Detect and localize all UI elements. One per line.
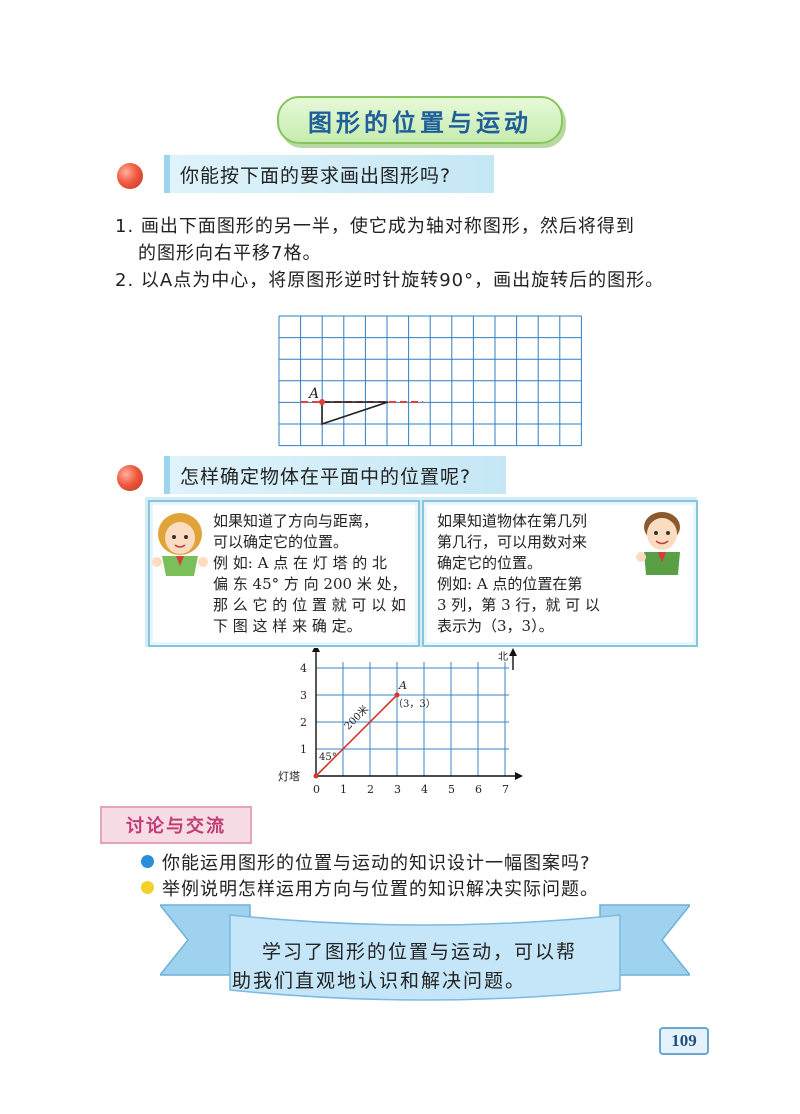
- north-label: 北: [498, 651, 508, 663]
- discussion-label: 讨论与交流: [100, 806, 252, 844]
- x-tick-label: 1: [340, 783, 347, 796]
- x-tick-label: 3: [394, 783, 401, 796]
- chart-point-coord: （3，3）: [393, 698, 436, 710]
- half-triangle: [321, 401, 389, 426]
- ribbon-banner: [160, 904, 690, 1001]
- y-tick-label: 3: [300, 689, 307, 702]
- discussion-item: 你能运用图形的位置与运动的知识设计一幅图案吗?: [162, 853, 591, 874]
- x-tick-label: 4: [421, 783, 428, 796]
- speech-line: 可以确定它的位置。: [213, 533, 349, 551]
- angle-label: 45°: [319, 752, 337, 763]
- question1-line2: 的图形向右平移7格。: [138, 243, 322, 264]
- shape-grid: A: [278, 315, 582, 447]
- left-speech-text: 如果知道了方向与距离， 可以确定它的位置。 例 如: A 点 在 灯 塔 的 北…: [213, 511, 407, 637]
- banner-line1: 学习了图形的位置与运动，可以帮: [262, 941, 578, 963]
- speech-line: 例 如: A 点 在 灯 塔 的 北: [213, 554, 388, 572]
- y-tick-label: 2: [300, 716, 307, 729]
- boy-character-icon: [636, 512, 680, 575]
- yellow-bullet-icon: [141, 881, 154, 894]
- x-tick-label: 0: [313, 783, 320, 796]
- x-tick-label: 6: [475, 783, 482, 796]
- page-title-text: 图形的位置与运动: [308, 108, 532, 137]
- speech-line: 下 图 这 样 来 确 定。: [213, 617, 362, 635]
- speech-line: 表示为（3，3）。: [437, 617, 554, 635]
- speech-line: 确定它的位置。: [437, 554, 543, 572]
- speech-line: 偏 东 45° 方 向 200 米 处，: [213, 575, 407, 593]
- x-tick-label: 5: [448, 783, 455, 796]
- speech-line: 如果知道物体在第几列: [437, 512, 588, 530]
- y-tick-label: 1: [300, 743, 307, 756]
- speech-line: 如果知道了方向与距离，: [213, 512, 379, 530]
- right-speech-text: 如果知道物体在第几列 第几行，可以用数对来 确定它的位置。 例如: A 点的位置…: [437, 511, 600, 637]
- question1-line1: 1. 画出下面图形的另一半，使它成为轴对称图形，然后将得到: [115, 216, 635, 237]
- direction-line: [315, 694, 398, 777]
- red-ball-icon: [117, 163, 143, 189]
- origin-label: 灯塔: [278, 770, 300, 783]
- speech-line: 那 么 它 的 位 置 就 可 以 如: [213, 596, 406, 614]
- speech-line: 3 列，第 3 行，就 可 以: [437, 596, 600, 614]
- y-tick-label: 4: [300, 662, 307, 675]
- origin-marker: [313, 773, 319, 779]
- point-a-marker: [319, 399, 325, 405]
- page-number: 109: [659, 1027, 709, 1055]
- red-ball-icon: [117, 465, 143, 491]
- north-arrow-head: [509, 648, 517, 656]
- distance-label: 200米: [341, 702, 371, 732]
- section1-prompt: 你能按下面的要求画出图形吗?: [164, 155, 494, 193]
- x-tick-label: 7: [502, 783, 509, 796]
- discussion-item: 举例说明怎样运用方向与位置的知识解决实际问题。: [162, 879, 599, 900]
- point-a-marker: [394, 692, 400, 698]
- point-a-label: A: [307, 386, 319, 402]
- page-title: 图形的位置与运动: [277, 96, 563, 144]
- y-axis-arrow: [312, 648, 320, 652]
- section2-prompt: 怎样确定物体在平面中的位置呢?: [164, 456, 506, 494]
- x-tick-label: 2: [367, 783, 374, 796]
- question2: 2. 以A点为中心，将原图形逆时针旋转90°，画出旋转后的图形。: [115, 270, 665, 291]
- chart-point-label: A: [398, 679, 407, 692]
- girl-character-icon: [152, 513, 208, 576]
- banner-line2: 助我们直观地认识和解决问题。: [232, 970, 527, 992]
- speech-line: 例如: A 点的位置在第: [437, 575, 583, 593]
- x-axis-arrow: [515, 772, 523, 780]
- grid-lines: [278, 315, 582, 447]
- blue-bullet-icon: [141, 855, 154, 868]
- speech-line: 第几行，可以用数对来: [437, 533, 588, 551]
